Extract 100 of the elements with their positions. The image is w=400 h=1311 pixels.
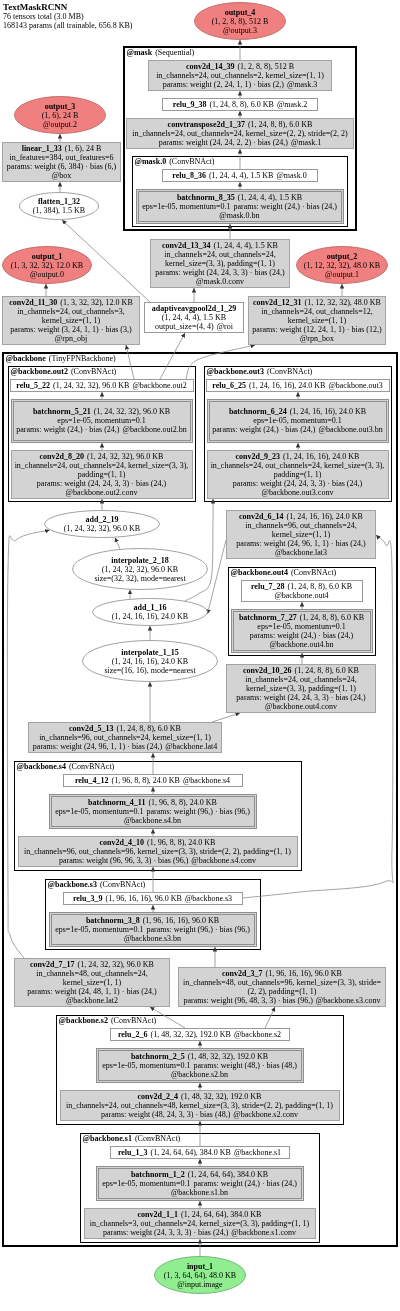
layer-info: (1, 24, 32, 32), 96.0 KB <box>101 564 179 574</box>
layer-name: relu_4_12 <box>74 775 109 785</box>
layer-box <box>83 1207 316 1239</box>
layer-name: convtranspose2d_1_37 <box>167 120 245 129</box>
output-ellipse <box>194 2 286 40</box>
layer-info: @backbone.out4 <box>274 590 329 600</box>
layer-info: (1, 2, 8, 8), 512 B <box>211 16 269 26</box>
layer-name: add_1_16 <box>133 603 167 612</box>
layer-info: in_channels=48, out_channels=96, kernel_size=(3, 3), stride=(2, 2), padding=(1, 1) <box>182 978 382 996</box>
layer-info: (1, 24, 32, 32), 96.0 KB <box>77 960 154 969</box>
layer-info: (1, 24, 16, 16), 24.0 KB <box>111 656 189 666</box>
summary-line: 168143 params (all trainable, 656.8 KB) <box>3 21 133 30</box>
arrow <box>150 828 156 837</box>
layer-info: (1, 48, 32, 32), 192.0 KB <box>181 1091 262 1101</box>
layer-name: relu_5_22 <box>16 380 50 390</box>
layer-info: (1, 24, 8, 8), 6.0 KB <box>294 666 359 675</box>
layer-box <box>226 664 376 713</box>
layer-info: @backbone.s1.conv <box>231 1227 296 1237</box>
layer-box <box>226 510 376 559</box>
layer-info: (1, 96, 8, 8), 24.0 KB <box>147 837 216 847</box>
layer-info: @backbone.s4.conv <box>191 855 256 865</box>
layer-info: @output.0 <box>30 269 64 279</box>
layer-name: relu_3_9 <box>72 893 103 903</box>
layer-name: conv2d_4_10 <box>99 837 144 847</box>
layer-name: relu_2_6 <box>117 1029 148 1039</box>
layer-info: (1, 96, 16, 16), 96.0 KB <box>105 893 182 903</box>
layer-info: @backbone.out3 <box>328 380 383 390</box>
arrow <box>295 391 301 400</box>
layer-info: params: weight (24,) · bias (24,) <box>193 1178 297 1188</box>
module-path: @backbone.s1 <box>82 1134 132 1143</box>
layer-info: (1, 24, 4, 4), 1.5 KB <box>237 192 303 202</box>
layer-box <box>62 891 243 905</box>
layer-info: @backbone.out3.bn <box>318 425 383 434</box>
layer-name: batchnorm_6_24 <box>228 407 287 416</box>
layer-box <box>59 1089 340 1121</box>
layer-box <box>206 449 389 499</box>
layer-info: @mask.0.conv <box>196 277 244 286</box>
layer-box <box>144 302 244 333</box>
layer-info: eps=1e-05, momentum=0.1 <box>102 1060 191 1070</box>
layer-info: @backbone.s4 <box>182 775 231 785</box>
module-type: (ConvBNAct) <box>134 1134 181 1143</box>
layer-info: (1, 24, 8, 8), 6.0 KB <box>287 581 353 591</box>
layer-info: (1, 6), 24 B <box>41 110 79 120</box>
layer-box <box>95 1047 304 1083</box>
layer-name: conv2d_7_17 <box>30 960 75 969</box>
output-ellipse <box>296 246 388 284</box>
output-ellipse <box>14 96 106 134</box>
layer-info: eps=1e-05, momentum=0.1 <box>257 621 346 631</box>
layer-name: batchnorm_8_35 <box>176 192 235 202</box>
layer-info: eps=1e-05, momentum=0.1 <box>57 416 146 425</box>
operation-ellipse <box>72 548 208 590</box>
layer-info: @backbone.lat2 <box>66 996 118 1005</box>
layer-info: (1, 24, 64, 64), 384.0 KB <box>150 1147 231 1157</box>
layer-info: @backbone.lat3 <box>275 548 327 557</box>
layer-info: (1, 24, 16, 16), 24.0 KB <box>283 451 360 461</box>
layer-box <box>48 793 257 829</box>
layer-info: @output.2 <box>43 119 77 129</box>
layer-box <box>9 378 194 392</box>
layer-info: @mask.2 <box>276 100 308 109</box>
arrow <box>99 391 105 400</box>
layer-info: (1, 24, 4, 4), 1.5 KB <box>208 170 274 180</box>
layer-name: batchnorm_3_8 <box>85 915 140 925</box>
layer-info: in_channels=48, out_channels=24, kernel_size=(1, 1) <box>35 969 149 987</box>
layer-info: params: weight (24,) · bias (24,) <box>249 630 354 640</box>
layer-info: (1, 48, 32, 32), 192.0 KB <box>150 1029 231 1039</box>
layer-info: in_channels=96, out_channels=24, kernel_size=(1, 1) <box>39 733 211 742</box>
layer-info: params: weight (24, 24, 3, 3) · bias (24,) <box>236 693 366 702</box>
layer-info: eps=1e-05, momentum=0.1 <box>102 1178 191 1188</box>
layer-info: @output.1 <box>325 269 359 279</box>
layer-name: relu_8_36 <box>172 170 206 180</box>
layer-box <box>62 773 243 787</box>
layer-info: @backbone.out3.conv <box>261 487 334 497</box>
layer-box <box>10 449 193 499</box>
layer-info: eps=1e-05, momentum=0.1 <box>55 806 144 816</box>
layer-info: @output.3 <box>223 25 257 35</box>
layer-info: (1, 24, 64, 64), 384.0 KB <box>181 1209 262 1219</box>
layer-info: (1, 24, 32, 32), 96.0 KB <box>63 524 141 533</box>
diagram-title: TextMaskRCNN <box>3 2 68 12</box>
layer-name: conv2d_8_20 <box>39 451 84 461</box>
layer-box <box>248 296 386 345</box>
layer-info: in_channels=24, out_channels=3, kernel_size=(1, 1) <box>16 307 126 325</box>
arrow <box>150 786 156 795</box>
layer-info: params: weight (96,) · bias (96,) <box>146 806 250 816</box>
layer-name: conv2d_3_7 <box>222 969 263 978</box>
layer-info: eps=1e-05, momentum=0.1 <box>142 201 231 211</box>
layer-info: params: weight (24, 3, 3, 3) · bias (24,) <box>103 1227 229 1237</box>
layer-box <box>95 1165 304 1201</box>
layer-info: params: weight (24,) · bias (24,) <box>16 425 120 434</box>
layer-box <box>2 142 121 182</box>
layer-info: (1, 24, 16, 16), 24.0 KB <box>289 407 367 416</box>
layer-info: @backbone.s3 <box>184 893 233 903</box>
operation-ellipse <box>82 640 218 682</box>
layer-info: params: weight (12, 24, 1, 1) · bias (12,) <box>252 325 382 334</box>
layer-info: (1, 24, 32, 32), 96.0 KB <box>52 380 130 390</box>
layer-info: @rpn_obj <box>54 334 88 343</box>
layer-info: @backbone.out4.conv <box>265 702 337 711</box>
layer-info: (1, 12, 32, 32), 48.0 KB <box>304 298 381 307</box>
layer-name: relu_9_38 <box>172 100 207 109</box>
layer-box <box>162 98 318 111</box>
module-path: @backbone.s3 <box>47 880 97 889</box>
